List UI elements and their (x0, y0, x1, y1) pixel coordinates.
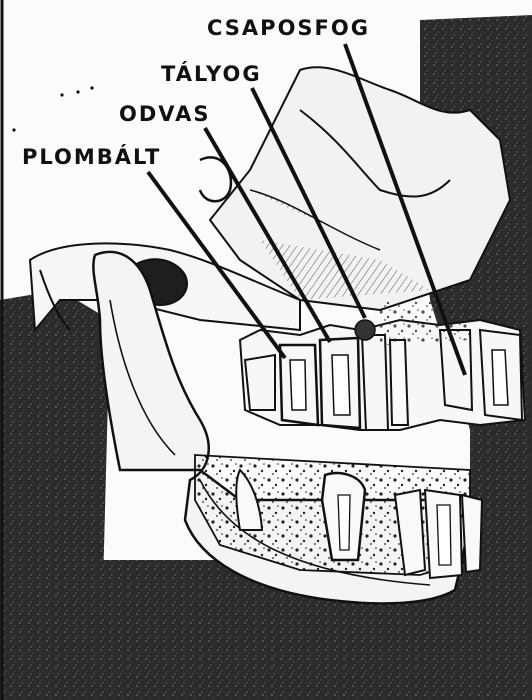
decorative-dots (12, 86, 93, 131)
label-odvas: ODVAS (119, 104, 211, 125)
label-talyog: TÁLYOG (161, 64, 262, 85)
label-plombalt: PLOMBÁLT (22, 147, 161, 168)
label-csaposfog: CSAPOSFOG (207, 18, 370, 39)
